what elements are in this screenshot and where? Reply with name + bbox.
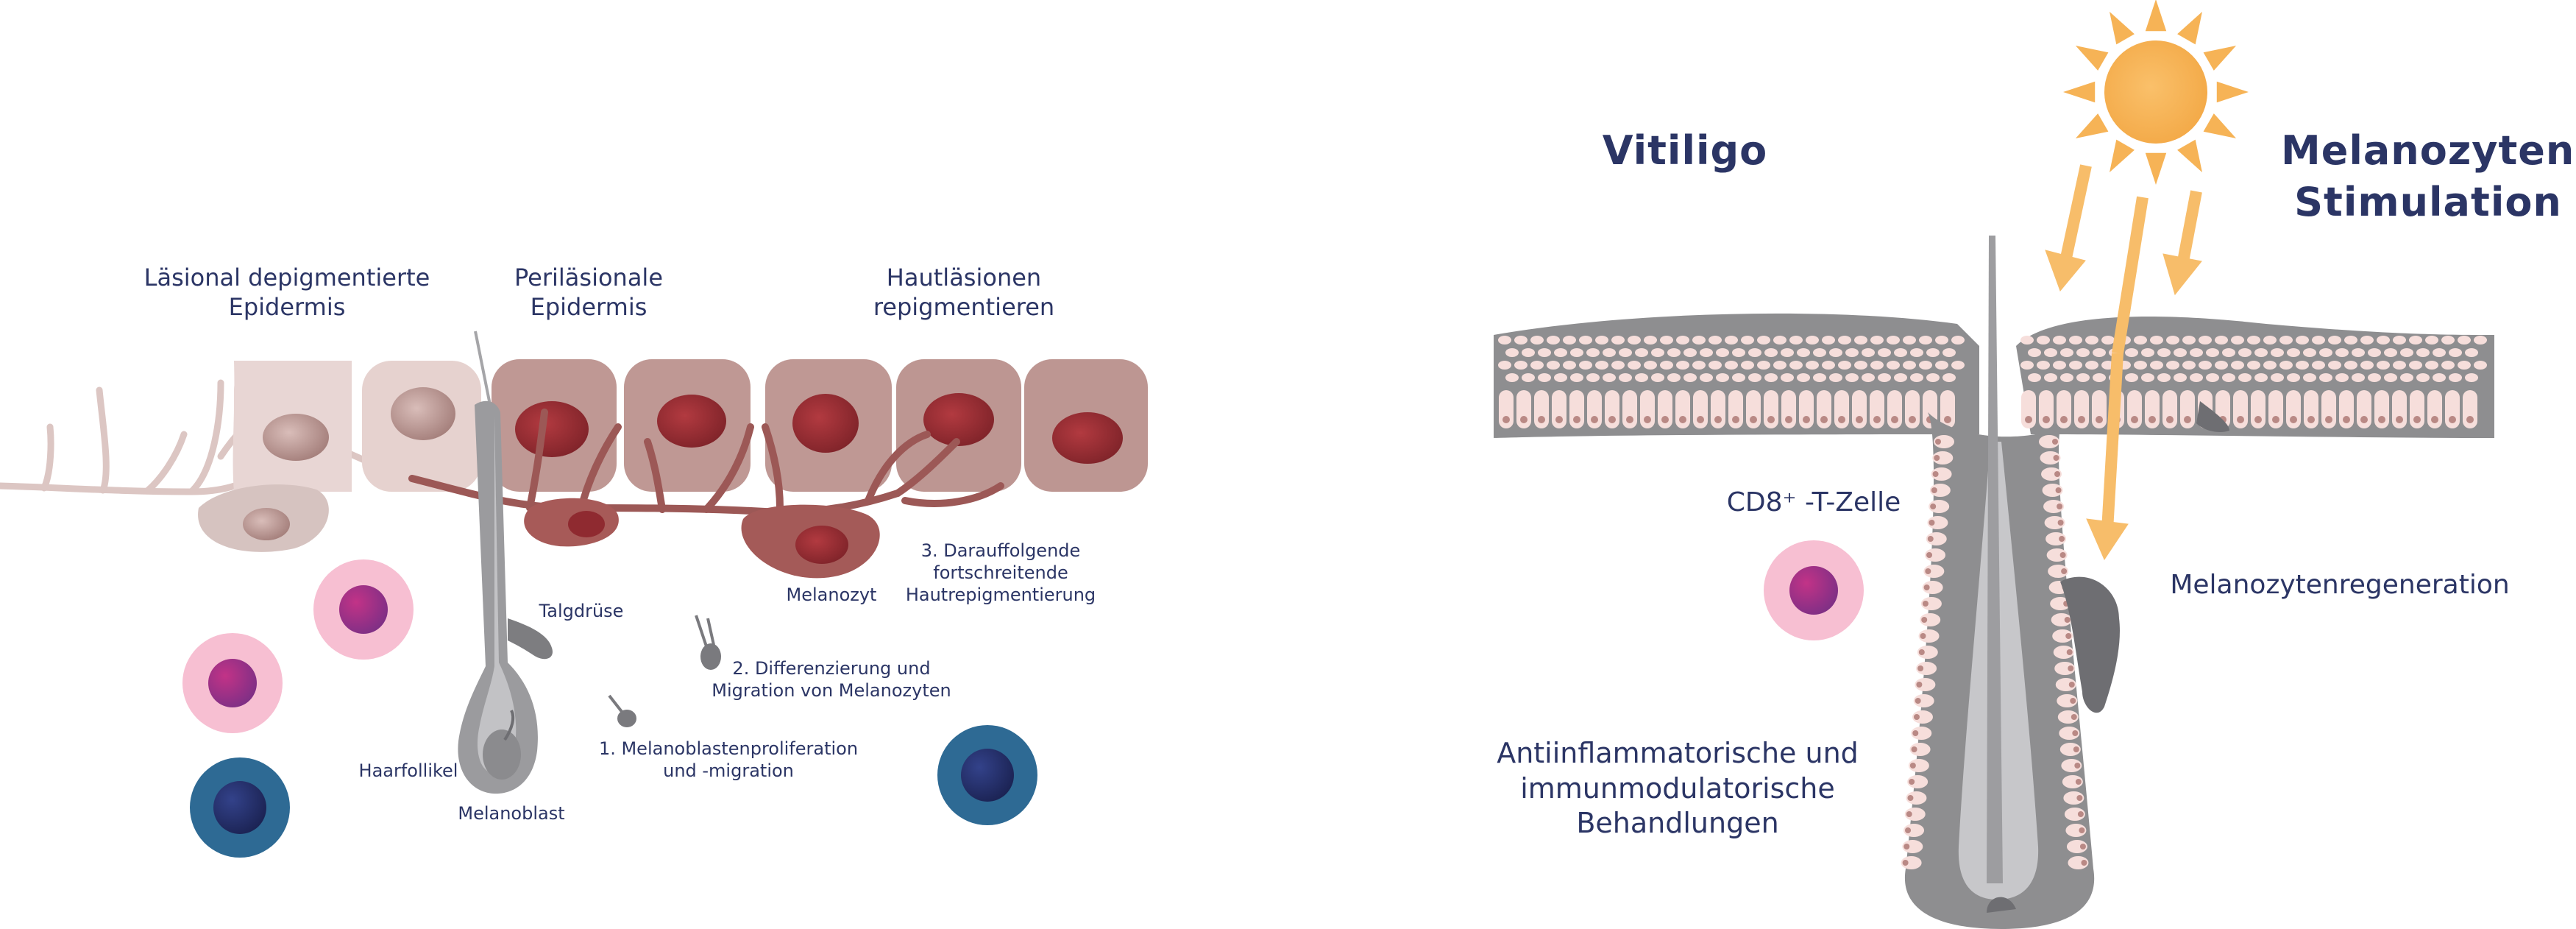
perilesional-melanocyte-nucleus xyxy=(568,511,605,537)
label-repigment-lesions: Hautläsionen repigmentieren xyxy=(873,264,1055,321)
label-haarfollikel: Haarfollikel xyxy=(358,760,458,781)
label-melanocyte-regeneration: Melanozytenregeneration xyxy=(2170,570,2510,600)
label-melanoblast: Melanoblast xyxy=(458,803,565,824)
melanoblasts xyxy=(608,615,721,727)
title-melanozyten-stimulation: Melanozyten- Stimulation xyxy=(2281,127,2576,226)
right-panel xyxy=(1494,0,2494,929)
right-tcell xyxy=(1764,540,1864,640)
label-cd8-tcell: CD8⁺ -T-Zelle xyxy=(1726,487,1901,518)
left-bcell-1 xyxy=(190,757,290,858)
sun-icon xyxy=(2063,0,2249,185)
epidermal-melanocyte xyxy=(2196,401,2229,432)
label-treatments: Antiinflammatorische und immunmodulatori… xyxy=(1497,737,1859,839)
label-melanozyt: Melanozyt xyxy=(786,584,877,605)
skin-section xyxy=(1494,236,2494,929)
left-panel xyxy=(0,331,1148,858)
left-tcell-2 xyxy=(182,633,283,733)
lesional-cells xyxy=(233,361,481,492)
left-bcell-2 xyxy=(937,725,1037,825)
hair-follicle xyxy=(458,331,553,794)
pigmented-cells xyxy=(492,359,1148,492)
label-perilesional-epidermis: Periläsionale Epidermis xyxy=(514,264,663,321)
uv-arrows xyxy=(2045,164,2202,561)
repigment-melanocyte-nucleus xyxy=(795,526,848,564)
label-lesional-epidermis: Läsional depigmentierte Epidermis xyxy=(143,264,430,321)
sebaceous-gland xyxy=(508,618,553,660)
label-step3: 3. Darauffolgende fortschreitende Hautre… xyxy=(905,540,1096,605)
regenerated-melanocytes xyxy=(2060,576,2120,713)
left-tcell-1 xyxy=(313,559,414,660)
label-step2: 2. Differenzierung und Migration von Mel… xyxy=(712,658,951,701)
lesional-melanocyte-nucleus xyxy=(243,508,290,540)
label-talgdruese: Talgdrüse xyxy=(539,601,624,621)
label-step1: 1. Melanoblastenproliferation und -migra… xyxy=(598,738,859,781)
title-vitiligo: Vitiligo xyxy=(1602,127,1768,174)
